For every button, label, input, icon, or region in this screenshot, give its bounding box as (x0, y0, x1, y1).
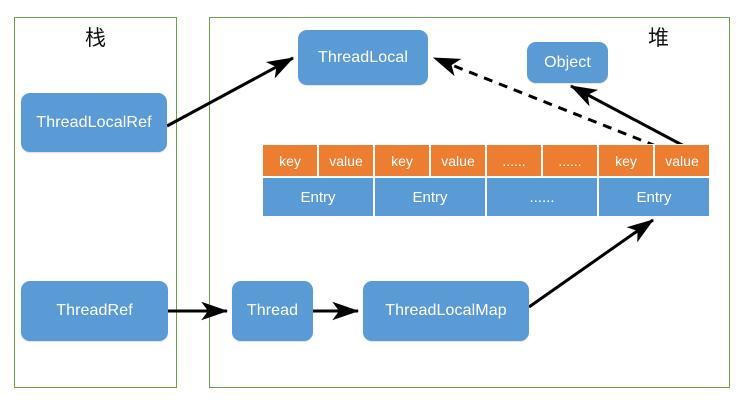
entry-table-kv-cell: value (654, 144, 710, 177)
region-stack (14, 17, 177, 388)
entry-table-kv-cell: key (374, 144, 430, 177)
node-threadref[interactable]: ThreadRef (21, 281, 168, 341)
entry-table-kv-cell: key (598, 144, 654, 177)
node-threadlocalmap[interactable]: ThreadLocalMap (363, 281, 529, 341)
entry-table-kv-cell: value (318, 144, 374, 177)
region-stack-label: 栈 (85, 26, 106, 50)
entry-table-kv-cell: ...... (486, 144, 542, 177)
node-threadlocalref[interactable]: ThreadLocalRef (21, 93, 167, 152)
node-threadlocal[interactable]: ThreadLocal (298, 30, 428, 85)
node-object[interactable]: Object (527, 42, 608, 83)
region-heap-label: 堆 (648, 26, 669, 50)
entry-table-kv-cell: ...... (542, 144, 598, 177)
entry-table-entry-cell: Entry (262, 177, 374, 217)
entry-table-entry-cell: Entry (374, 177, 486, 217)
entry-table-kv-cell: key (262, 144, 318, 177)
entry-table-kv-cell: value (430, 144, 486, 177)
entry-table-entry-cell: ...... (486, 177, 598, 217)
node-thread[interactable]: Thread (232, 281, 313, 341)
region-heap (209, 17, 730, 388)
entry-table-entry-cell: Entry (598, 177, 710, 217)
